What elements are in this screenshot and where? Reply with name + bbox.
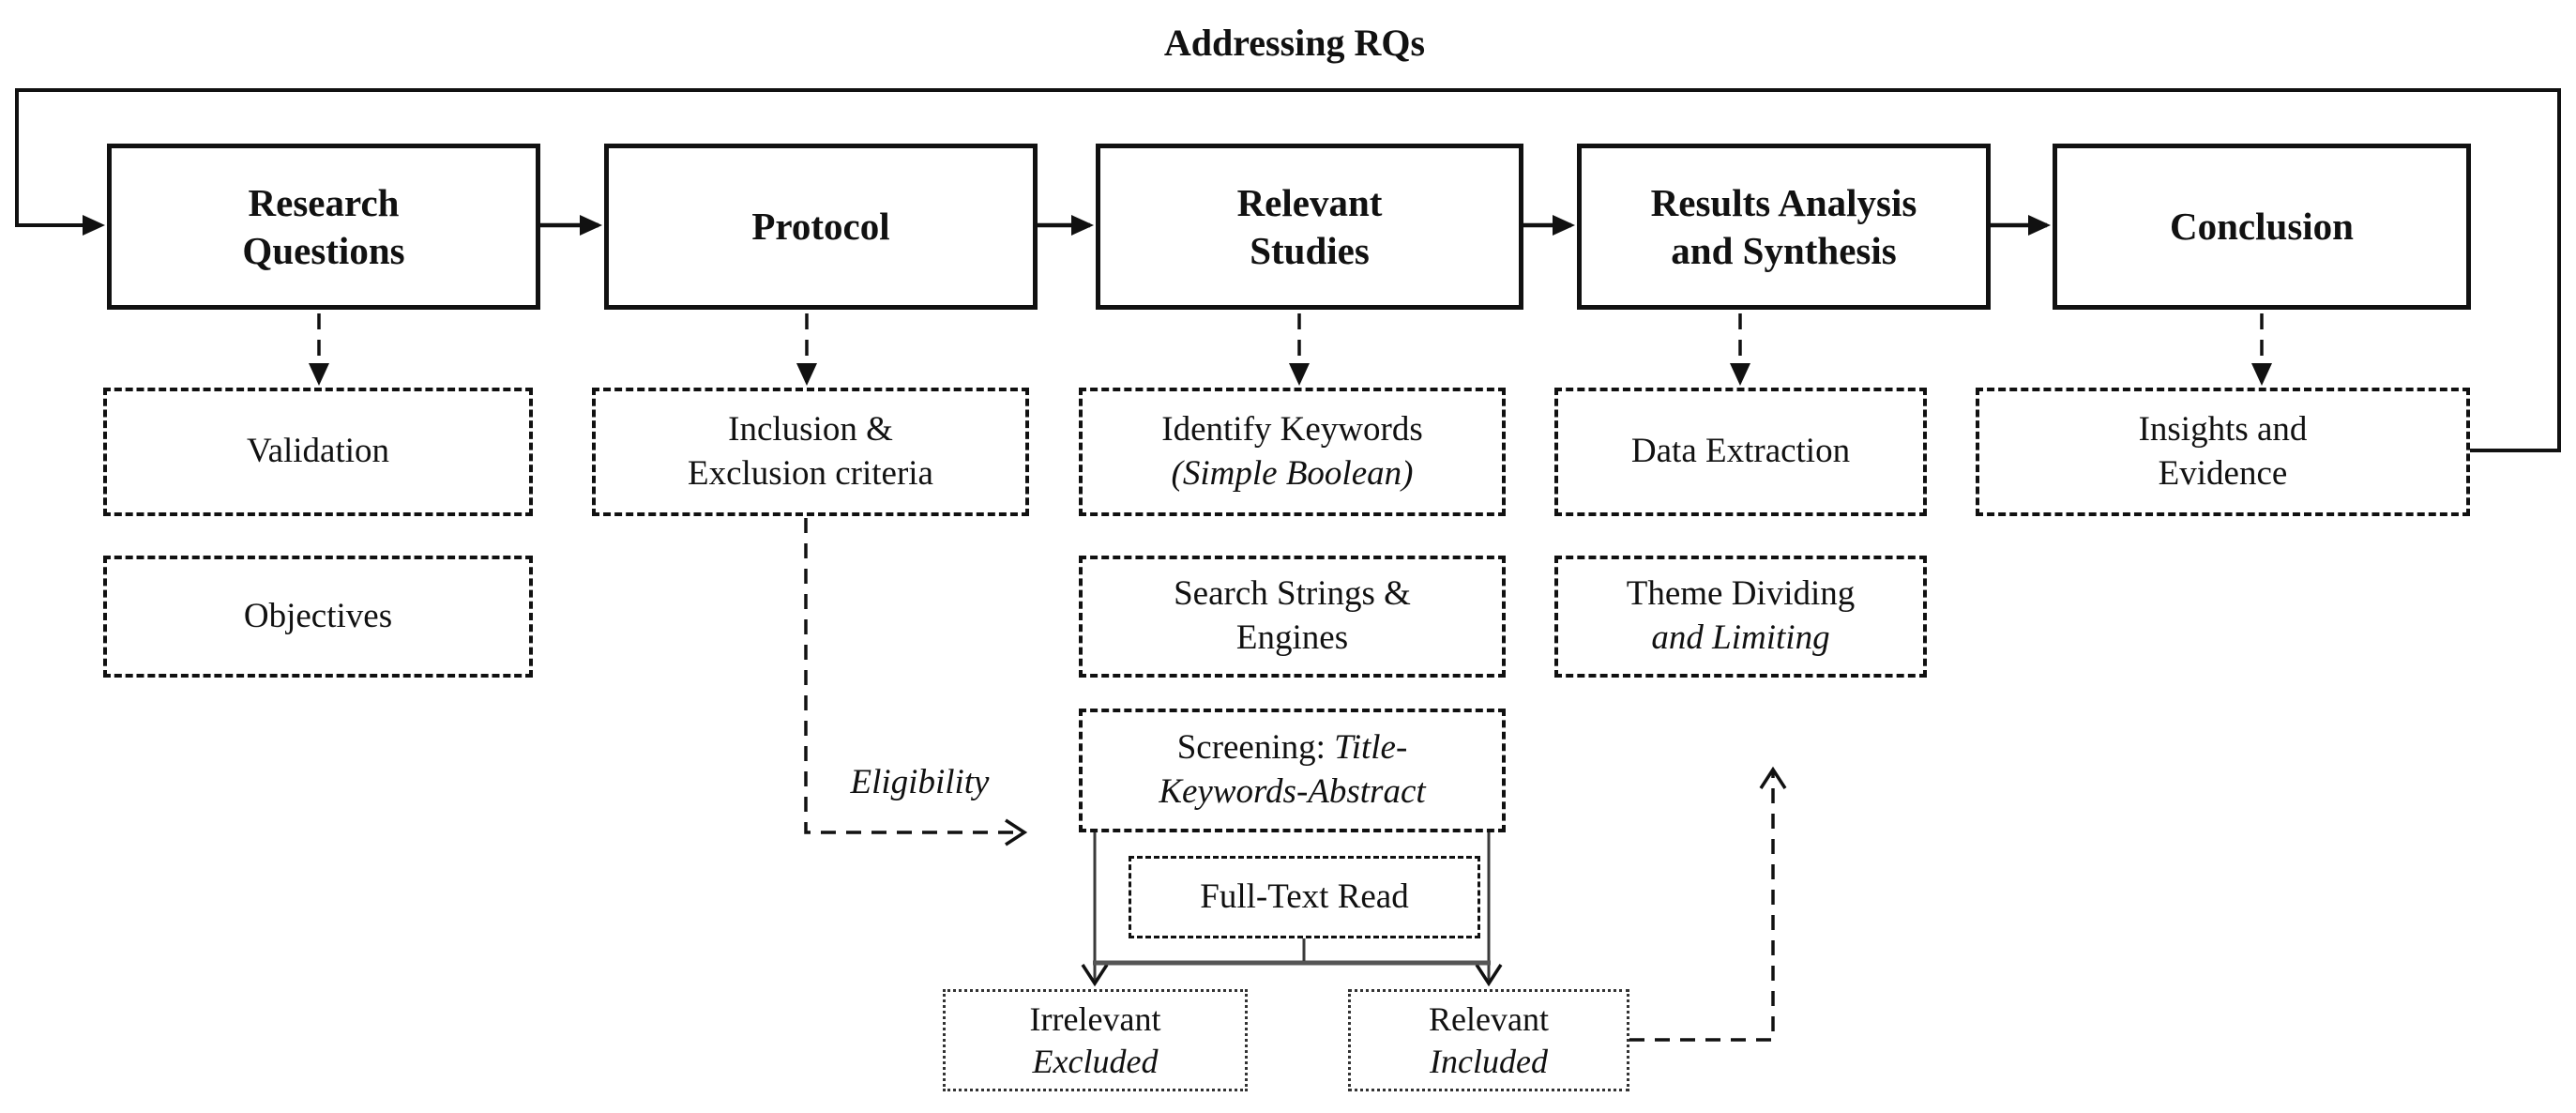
substep-label-note: and Limiting <box>1651 618 1830 657</box>
eligibility-edge-label: Eligibility <box>850 763 990 801</box>
outcome-label-note: Included <box>1430 1042 1548 1080</box>
substep-label: Engines <box>1235 618 1349 657</box>
stage-protocol: Protocol <box>604 144 1038 310</box>
substep-label-note: Keywords-Abstract <box>1159 772 1426 811</box>
substep-data-extraction: Data Extraction <box>1554 388 1927 516</box>
stage-label: Protocol <box>751 205 890 249</box>
stage-label: Questions <box>242 228 405 272</box>
outcome-label: Relevant <box>1429 999 1549 1038</box>
substep-label: Validation <box>246 432 390 471</box>
stage-conclusion: Conclusion <box>2053 144 2471 310</box>
stage-label: Conclusion <box>2170 205 2354 249</box>
substep-label: Exclusion criteria <box>688 453 933 493</box>
stage-label: Studies <box>1250 228 1370 272</box>
outcome-irrelevant-excluded: Irrelevant Excluded <box>943 989 1248 1091</box>
diagram-title: Addressing RQs <box>1163 22 1426 64</box>
substep-label: Objectives <box>243 596 393 635</box>
stage-label: and Synthesis <box>1671 228 1897 272</box>
outcome-relevant-included: Relevant Included <box>1348 989 1629 1091</box>
substep-label: Identify Keywords <box>1161 409 1423 449</box>
substep-label: Evidence <box>2158 453 2288 493</box>
substep-label: Inclusion & <box>728 409 893 449</box>
feedback-loop-arrow <box>15 88 2561 452</box>
substep-theme-dividing: Theme Dividing and Limiting <box>1554 556 1927 678</box>
screening-prefix: Screening: <box>1176 728 1335 768</box>
substep-label: Insights and <box>2138 409 2308 449</box>
substep-label: Full-Text Read <box>1200 877 1409 916</box>
substep-screening: Screening: Title- Keywords-Abstract <box>1079 709 1506 832</box>
substep-insights-evidence: Insights and Evidence <box>1976 388 2470 516</box>
substep-identify-keywords: Identify Keywords (Simple Boolean) <box>1079 388 1506 516</box>
substep-full-text-read: Full-Text Read <box>1129 856 1480 938</box>
eligibility-arrow <box>804 518 1028 846</box>
substep-search-strings: Search Strings & Engines <box>1079 556 1506 678</box>
included-return-arrow <box>1629 766 1787 1042</box>
stage-label: Relevant <box>1236 181 1383 225</box>
substep-validation: Validation <box>103 388 533 516</box>
outcome-label: Irrelevant <box>1029 999 1161 1038</box>
substep-label: Search Strings & <box>1174 574 1411 614</box>
substep-label: Screening: Title- <box>1177 726 1408 770</box>
stage-research-questions: Research Questions <box>107 144 540 310</box>
stage-label: Research <box>248 181 400 225</box>
substep-label-note: (Simple Boolean) <box>1171 453 1414 493</box>
outcome-label-note: Excluded <box>1032 1042 1159 1080</box>
substep-label: Theme Dividing <box>1626 574 1856 614</box>
substep-inclusion-exclusion: Inclusion & Exclusion criteria <box>592 388 1029 516</box>
stage-results-analysis: Results Analysis and Synthesis <box>1577 144 1991 310</box>
stage-relevant-studies: Relevant Studies <box>1096 144 1523 310</box>
screening-title: Title- <box>1334 728 1408 768</box>
stage-label: Results Analysis <box>1650 181 1917 225</box>
substep-label: Data Extraction <box>1630 432 1851 471</box>
substep-objectives: Objectives <box>103 556 533 678</box>
